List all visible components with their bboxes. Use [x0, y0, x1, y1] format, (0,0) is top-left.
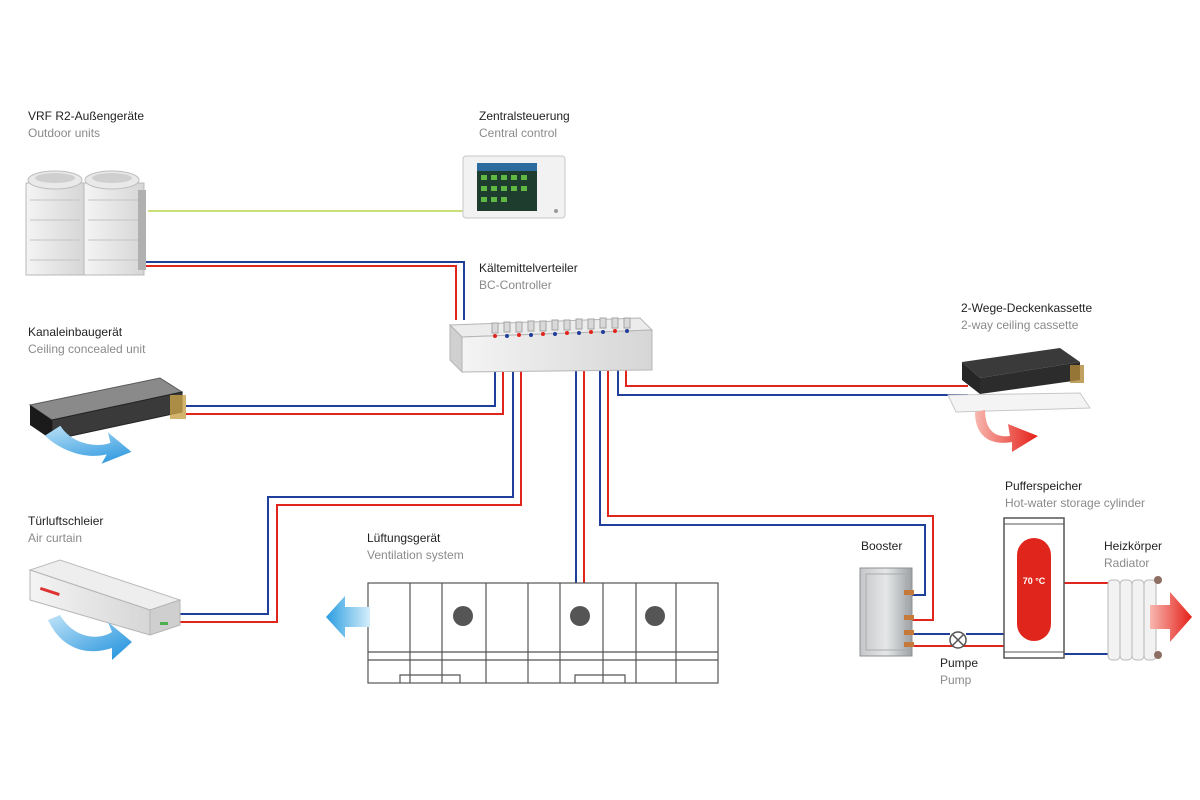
label-central-control: Zentralsteuerung Central control: [479, 108, 570, 142]
label-outdoor-units: VRF R2-Außengeräte Outdoor units: [28, 108, 144, 142]
label-bc-controller: Kältemittelverteiler BC-Controller: [479, 260, 578, 294]
buffer-tank-title: Pufferspeicher: [1005, 479, 1083, 493]
central-control-title: Zentralsteuerung: [479, 109, 570, 123]
label-ventilation: Lüftungsgerät Ventilation system: [367, 530, 464, 564]
ventilation-system: [367, 582, 719, 684]
pipe-bc-to-booster: [599, 338, 934, 621]
outdoor-units-subtitle: Outdoor units: [28, 126, 101, 140]
ceiling-concealed-unit: [28, 377, 186, 441]
ceiling-concealed-airflow-arrow: [44, 425, 132, 464]
ceiling-cassette-airflow-arrow: [975, 410, 1038, 452]
storage-temperature: 70 °C: [1022, 576, 1046, 586]
label-air-curtain: Türluftschleier Air curtain: [28, 513, 103, 547]
pump-symbol: [949, 631, 967, 649]
ceiling-concealed-subtitle: Ceiling concealed unit: [28, 342, 146, 356]
air-curtain-title: Türluftschleier: [28, 514, 104, 528]
central-control-panel: [462, 155, 566, 219]
booster-title: Booster: [861, 539, 903, 553]
ceiling-cassette-title: 2-Wege-Deckenkassette: [961, 301, 1093, 315]
ventilation-fans: [453, 606, 665, 626]
radiator-title: Heizkörper: [1104, 539, 1163, 553]
pipe-bc-to-ventilation: [575, 338, 585, 583]
water-circuit: [912, 582, 1108, 655]
label-ceiling-concealed: Kanaleinbaugerät Ceiling concealed unit: [28, 324, 145, 358]
air-curtain-airflow-arrow: [48, 615, 132, 660]
buffer-tank-subtitle: Hot-water storage cylinder: [1005, 496, 1146, 510]
label-radiator: Heizkörper Radiator: [1104, 538, 1162, 572]
pipe-bc-to-cassette: [617, 338, 968, 396]
ceiling-cassette-subtitle: 2-way ceiling cassette: [961, 318, 1079, 332]
booster-unit: [859, 567, 914, 657]
radiator-subtitle: Radiator: [1104, 556, 1150, 570]
label-ceiling-cassette: 2-Wege-Deckenkassette 2-way ceiling cass…: [961, 300, 1092, 334]
ceiling-cassette: [947, 348, 1091, 413]
pipe-bc-to-air-curtain: [180, 338, 522, 623]
central-control-subtitle: Central control: [479, 126, 558, 140]
bc-controller-subtitle: BC-Controller: [479, 278, 552, 292]
pipe-outdoor-to-bc: [145, 261, 465, 320]
label-booster: Booster: [861, 538, 902, 555]
ventilation-airflow-arrow: [326, 596, 370, 638]
ventilation-title: Lüftungsgerät: [367, 531, 441, 545]
label-pump: Pumpe Pump: [940, 655, 978, 689]
ventilation-subtitle: Ventilation system: [367, 548, 464, 562]
air-curtain-subtitle: Air curtain: [28, 531, 83, 545]
pump-title: Pumpe: [940, 656, 979, 670]
air-curtain: [28, 559, 182, 636]
label-buffer-tank: Pufferspeicher Hot-water storage cylinde…: [1005, 478, 1145, 512]
ceiling-concealed-title: Kanaleinbaugerät: [28, 325, 123, 339]
outdoor-units-title: VRF R2-Außengeräte: [28, 109, 145, 123]
radiator: [1107, 576, 1162, 661]
bc-controller: [448, 317, 654, 374]
outdoor-units: [25, 170, 146, 276]
radiator-heat-arrow: [1150, 592, 1192, 642]
bc-controller-title: Kältemittelverteiler: [479, 261, 578, 275]
pump-subtitle: Pump: [940, 673, 972, 687]
storage-cylinder: [1003, 517, 1065, 659]
